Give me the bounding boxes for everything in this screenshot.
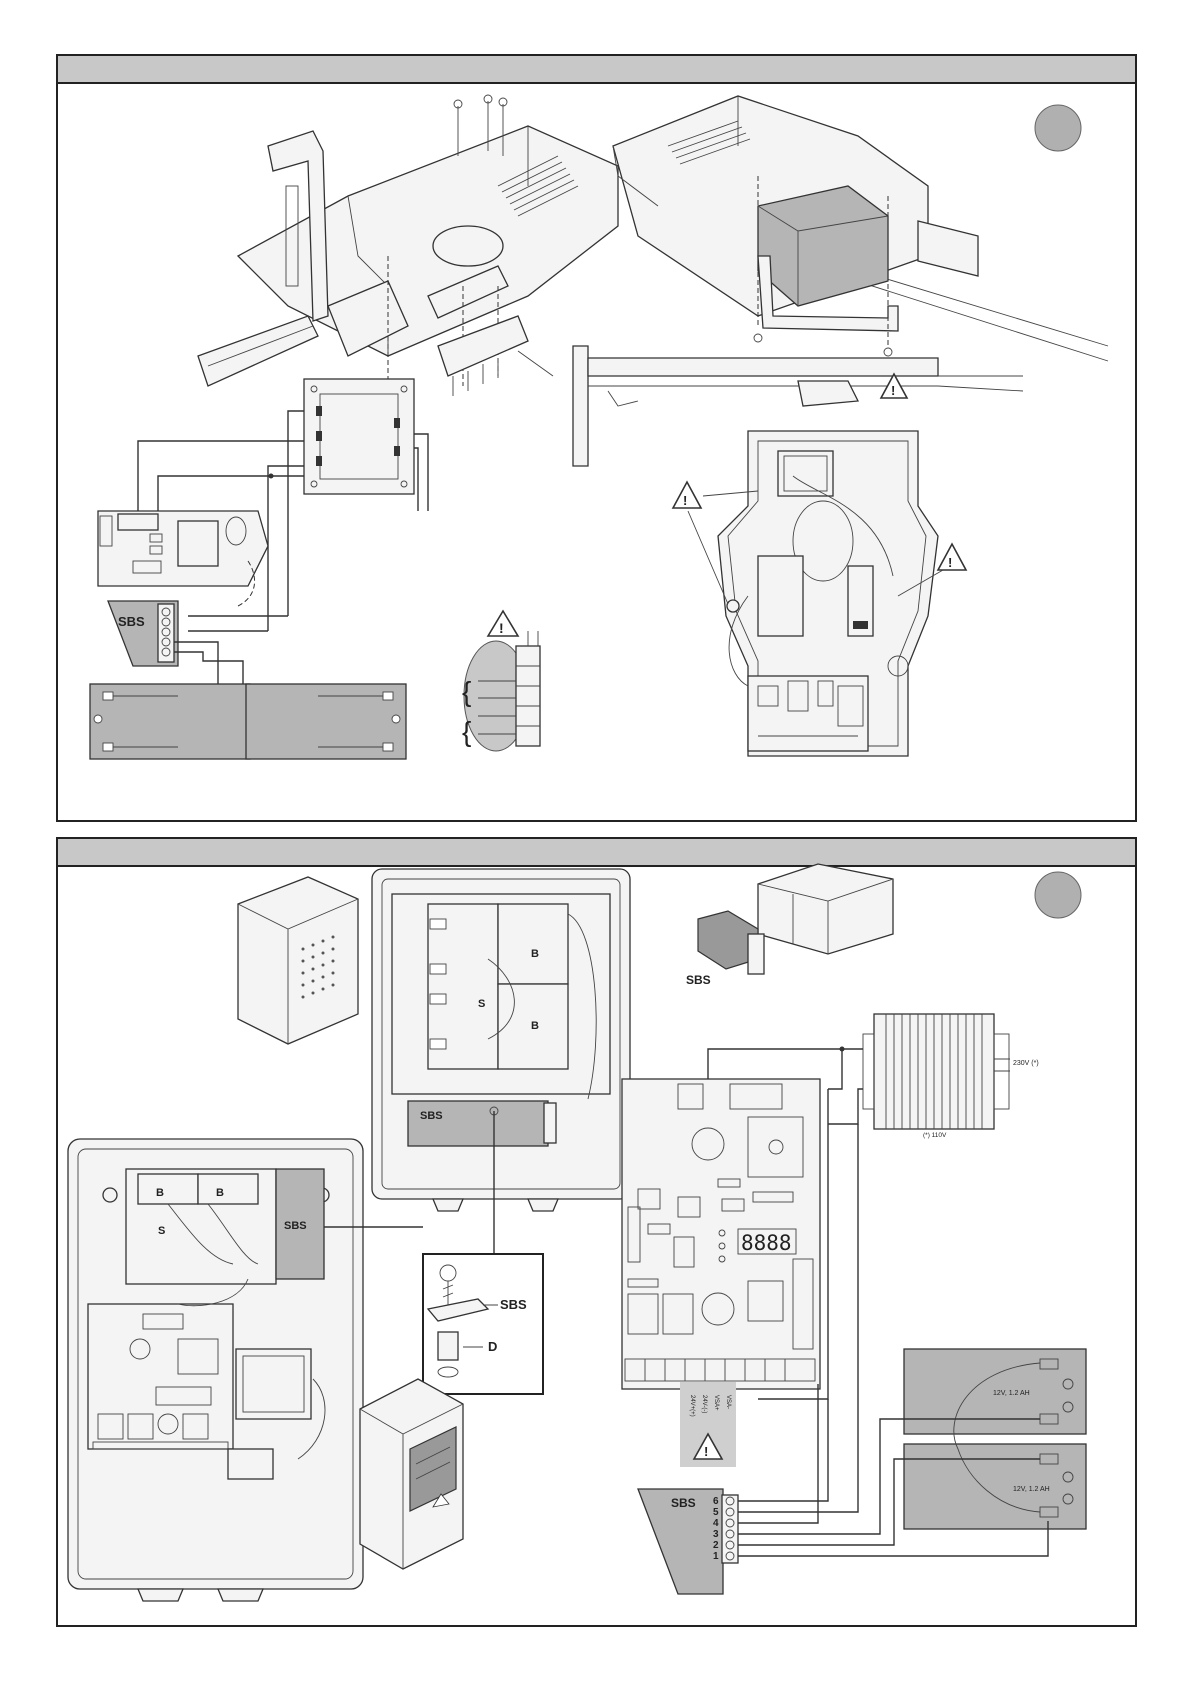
b-label-top-2: B xyxy=(531,1020,539,1032)
battery-pair-right: 12V, 1.2 AH 12V, 1.2 AH xyxy=(880,1349,1086,1539)
sbs-mounting-detail: SBS D xyxy=(423,1254,543,1394)
sbs-label-fig1: SBS xyxy=(118,614,145,629)
sbs-num-1: 1 xyxy=(713,1551,719,1562)
svg-text:!: ! xyxy=(499,620,504,636)
sbs-num-4: 4 xyxy=(713,1518,719,1529)
svg-text:!: ! xyxy=(704,1444,708,1459)
battery-spec-2: 12V, 1.2 AH xyxy=(1013,1486,1050,1493)
control-board-wiring: 8888 24V+(+) 24V-(-) VSA+ VSA- ! xyxy=(622,1047,863,1468)
svg-text:!: ! xyxy=(683,493,687,508)
voltage-230-label: 230V (*) xyxy=(1013,1060,1039,1067)
housing-warning-sticker-view xyxy=(360,1379,463,1569)
connector-warning-detail: ! { { xyxy=(462,611,540,751)
sbs-num-5: 5 xyxy=(713,1507,719,1518)
b-label-left-1: B xyxy=(156,1187,164,1199)
sbs-num-3: 3 xyxy=(713,1529,719,1540)
svg-text:{: { xyxy=(462,676,471,707)
transformer: 230V (*) (*) 110V xyxy=(863,1014,1039,1139)
sbs-num-2: 2 xyxy=(713,1540,719,1551)
operator-exploded-view xyxy=(198,95,618,397)
s-label-top: S xyxy=(478,998,485,1010)
ceiling-unit-battery-view: ! xyxy=(573,96,1108,466)
terminal-label-1: 24V+(+) xyxy=(689,1395,695,1417)
d-label-detail: D xyxy=(488,1339,497,1354)
figure-panel-2: B S B SBS SBS D xyxy=(56,837,1137,1627)
figure-1-number-circle xyxy=(1035,105,1081,151)
battery-and-sbs-parts: SBS xyxy=(686,864,893,987)
housing-closed-view xyxy=(238,877,358,1044)
figure-1-drawing: SBS ! xyxy=(58,56,1139,824)
figure-2-drawing: B S B SBS SBS D xyxy=(58,839,1139,1629)
figure-2-number-circle xyxy=(1035,872,1081,918)
sbs-wiring-diagram: SBS xyxy=(90,379,428,759)
sbs-num-6: 6 xyxy=(713,1496,719,1507)
s-label-left: S xyxy=(158,1225,165,1237)
sbs-label-terminal: SBS xyxy=(671,1496,696,1510)
terminal-label-4: VSA- xyxy=(725,1395,731,1409)
voltage-110-label: (*) 110V xyxy=(923,1132,947,1139)
battery-box-open-view: B S B SBS xyxy=(372,869,630,1259)
figure-panel-1: SBS ! xyxy=(56,54,1137,822)
unit-plan-view: ! ! xyxy=(673,431,966,756)
battery-spec-1: 12V, 1.2 AH xyxy=(993,1390,1030,1397)
svg-text:!: ! xyxy=(891,383,895,398)
b-label-left-2: B xyxy=(216,1187,224,1199)
sbs-label-detail: SBS xyxy=(500,1297,527,1312)
terminal-label-3: VSA+ xyxy=(713,1395,719,1411)
svg-text:8888: 8888 xyxy=(741,1231,792,1255)
sbs-label-part: SBS xyxy=(686,973,711,987)
b-label-top: B xyxy=(531,948,539,960)
svg-text:!: ! xyxy=(948,555,952,570)
sbs-label-left: SBS xyxy=(284,1220,307,1232)
sbs-label-box: SBS xyxy=(420,1110,443,1122)
svg-text:{: { xyxy=(462,716,471,747)
terminal-label-2: 24V-(-) xyxy=(701,1395,707,1413)
